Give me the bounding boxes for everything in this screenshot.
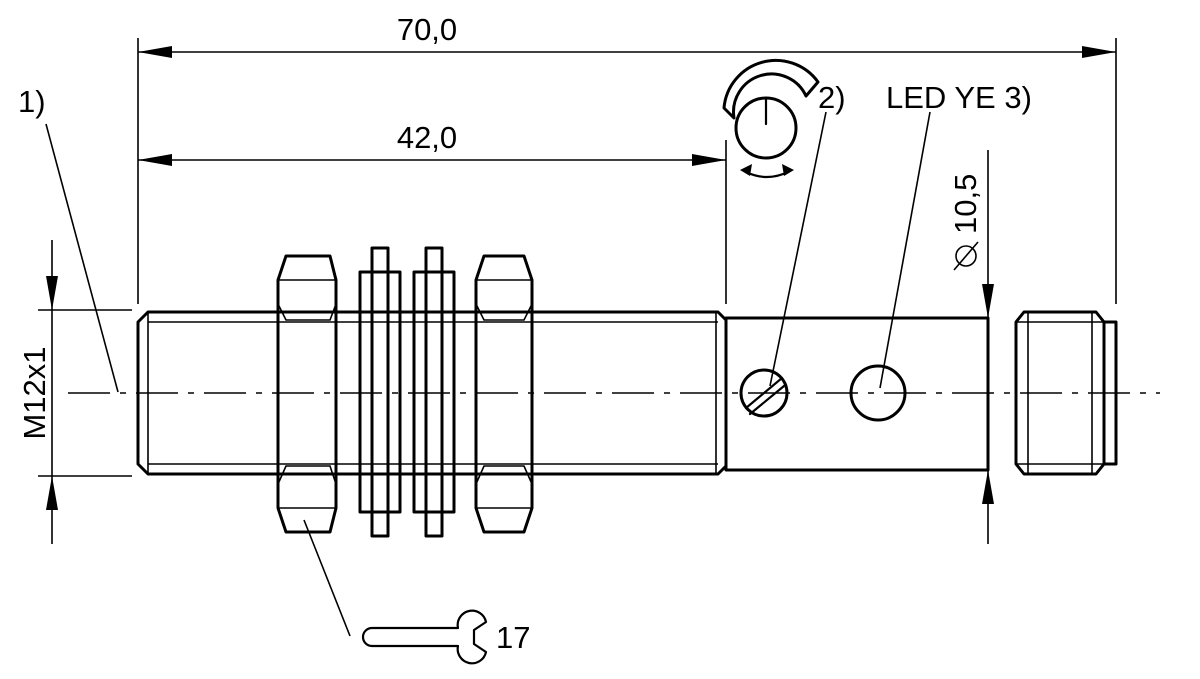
leader-note-1 <box>45 123 119 393</box>
washer-left <box>358 246 402 538</box>
thread-length-label: 42,0 <box>397 120 457 155</box>
nut-right <box>474 254 534 534</box>
dimension-diameter <box>982 150 994 544</box>
diameter-label: 10,5 <box>948 174 983 234</box>
connector <box>1014 310 1118 476</box>
threaded-body <box>136 310 728 476</box>
wrench-icon <box>361 609 488 665</box>
note-2-label: 2) <box>818 80 846 115</box>
wrench-size-label: 17 <box>496 620 530 655</box>
dimension-thread-length <box>138 140 727 304</box>
note-1-label: 1) <box>18 84 46 119</box>
thread-label: M12x1 <box>17 346 52 439</box>
leader-wrench <box>303 519 351 637</box>
dimension-overall-length <box>137 38 1117 304</box>
potentiometer-icon <box>722 58 820 179</box>
led-label: LED YE 3) <box>886 80 1032 115</box>
washer-right <box>412 246 456 538</box>
potentiometer-screw <box>739 368 789 418</box>
dimension-thread <box>38 240 132 544</box>
diameter-icon <box>953 241 979 271</box>
nut-left <box>276 254 338 534</box>
rear-housing <box>724 316 990 472</box>
overall-length-label: 70,0 <box>397 12 457 47</box>
leader-note-2 <box>769 111 827 387</box>
leader-led <box>879 111 931 389</box>
led-indicator <box>849 364 907 422</box>
